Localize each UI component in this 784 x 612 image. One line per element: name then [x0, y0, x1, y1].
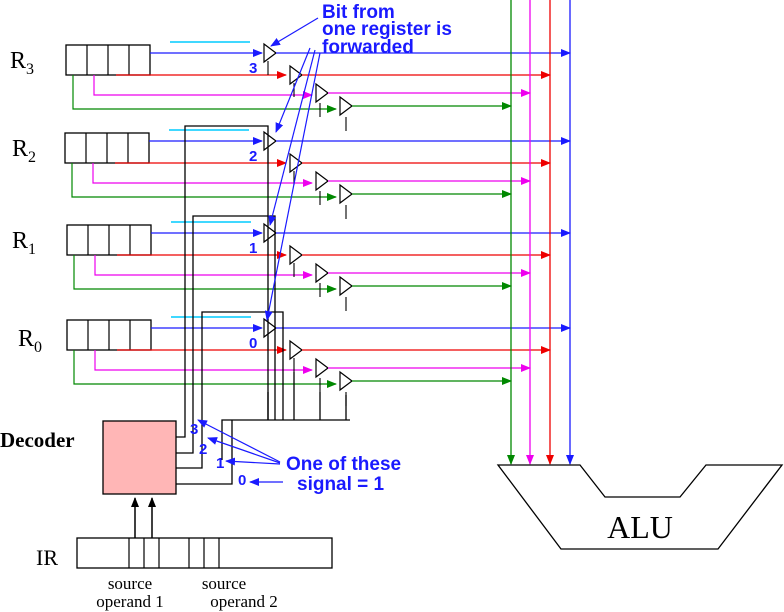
decoder-output-0: 0 [238, 472, 246, 489]
register-group-1: R1 1 [12, 221, 571, 311]
decoder-wire-2 [176, 215, 276, 454]
tristate-magenta [315, 82, 329, 104]
magenta-input-wire [93, 75, 313, 99]
one-signal-note-line1: One of these [286, 454, 401, 475]
decoder-wire-3 [176, 125, 269, 438]
decoder-label: Decoder [0, 428, 75, 452]
tristate-blue [263, 130, 277, 152]
tristate-blue [263, 42, 277, 64]
register-label: R1 [12, 228, 36, 258]
tristate-green [339, 183, 353, 205]
register-groups: R3 3R2 2R1 1R0 0 [10, 41, 571, 406]
tristate-red [289, 64, 303, 86]
decoder-output-wires [176, 125, 350, 485]
tristate-red [289, 339, 303, 361]
decoder-enable-bus [221, 419, 350, 460]
tristate-green [339, 370, 353, 392]
decoder-wire-0 [176, 420, 233, 485]
alu-shape [496, 464, 784, 550]
buffer-number: 2 [249, 148, 257, 165]
decoder-wire-1 [176, 311, 284, 469]
alu-bus-lines [507, 0, 574, 465]
buffer-number: 1 [249, 240, 257, 257]
magenta-input-wire [94, 350, 313, 374]
register-group-0: R0 0 [18, 316, 571, 406]
bit-forward-pointers [264, 17, 321, 321]
source-operand-2-line1: source [202, 574, 246, 593]
tristate-green [339, 275, 353, 297]
tristate-green [339, 95, 353, 117]
tristate-red [289, 152, 303, 174]
tristate-magenta [315, 262, 329, 284]
green-input-wire [73, 255, 337, 293]
tristate-magenta [315, 170, 329, 192]
green-input-wire [71, 163, 337, 201]
decoder-box [102, 420, 177, 495]
register-label: R2 [12, 136, 36, 166]
decoder-output-3: 3 [190, 421, 198, 438]
source-operand-1-line1: source [108, 574, 152, 593]
tristate-blue [263, 222, 277, 244]
green-input-wire [73, 350, 337, 388]
bit-forward-note-line3: forwarded [322, 37, 414, 58]
magenta-input-wire [94, 255, 313, 279]
tristate-blue [263, 317, 277, 339]
register-label: R0 [18, 326, 42, 356]
bit-forward-note-line1: Bit from [322, 2, 395, 23]
magenta-input-wire [92, 163, 313, 187]
buffer-number: 0 [249, 335, 257, 352]
ir-label: IR [36, 545, 58, 570]
register-group-3: R3 3 [10, 41, 571, 131]
bit-forward-note-line2: one register is [322, 19, 452, 40]
one-signal-note-line2: signal = 1 [297, 474, 385, 495]
source-operand-1-line2: operand 1 [96, 592, 164, 611]
decoder-output-2: 2 [199, 441, 207, 458]
one-signal-pointers [197, 419, 283, 486]
tristate-red [289, 244, 303, 266]
buffer-number: 3 [249, 60, 257, 77]
alu-label: ALU [607, 509, 673, 545]
green-input-wire [72, 75, 337, 113]
decoder-output-1: 1 [216, 455, 224, 472]
register-label: R3 [10, 48, 34, 78]
source-operand-2-line2: operand 2 [210, 592, 278, 611]
register-group-2: R2 2 [12, 129, 571, 219]
tristate-magenta [315, 357, 329, 379]
